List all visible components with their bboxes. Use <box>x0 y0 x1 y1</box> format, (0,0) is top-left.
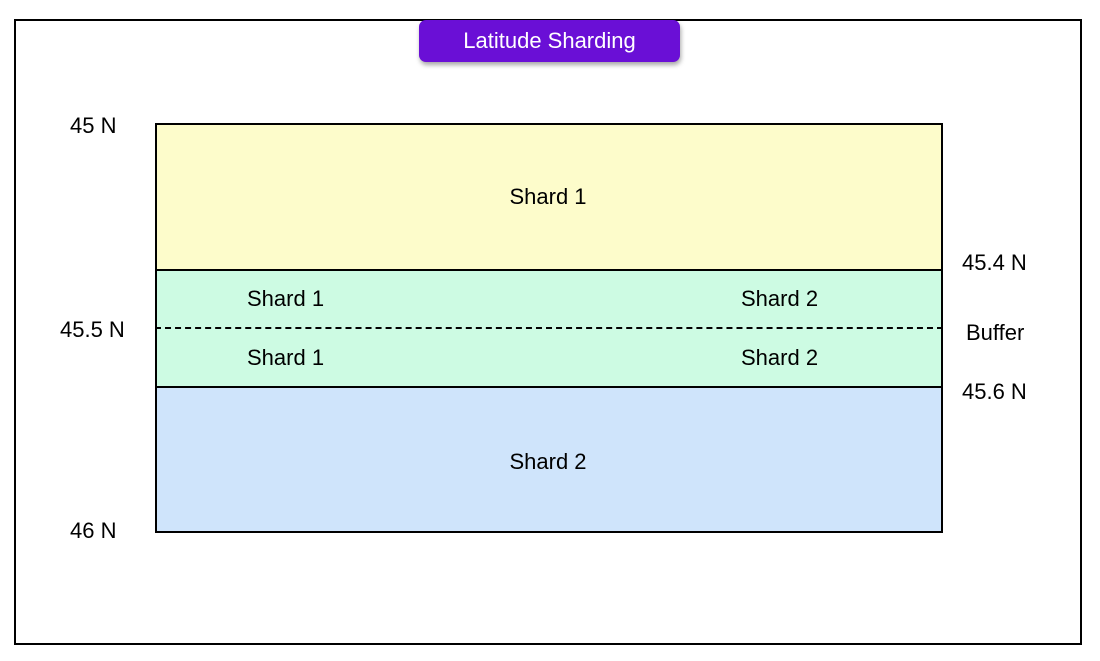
latitude-label-bottom: 46 N <box>70 518 117 543</box>
latitude-label-top: 45 N <box>70 113 117 138</box>
shard-2-label: Shard 2 <box>509 449 587 474</box>
buffer-lower-left-label: Shard 1 <box>247 345 325 370</box>
buffer-midline <box>155 327 943 329</box>
latitude-label-buffer-start: 45.4 N <box>962 250 1027 275</box>
diagram-title: Latitude Sharding <box>419 20 680 62</box>
buffer-upper-left-label: Shard 1 <box>247 286 325 311</box>
latitude-label-buffer-end: 45.6 N <box>962 379 1027 404</box>
shard-1-label: Shard 1 <box>509 184 587 209</box>
shard-1-region <box>155 123 943 271</box>
buffer-label: Buffer <box>966 320 1025 345</box>
latitude-label-middle: 45.5 N <box>60 317 125 342</box>
shard-2-region <box>155 386 943 533</box>
buffer-lower-right-label: Shard 2 <box>741 345 819 370</box>
buffer-upper-right-label: Shard 2 <box>741 286 819 311</box>
